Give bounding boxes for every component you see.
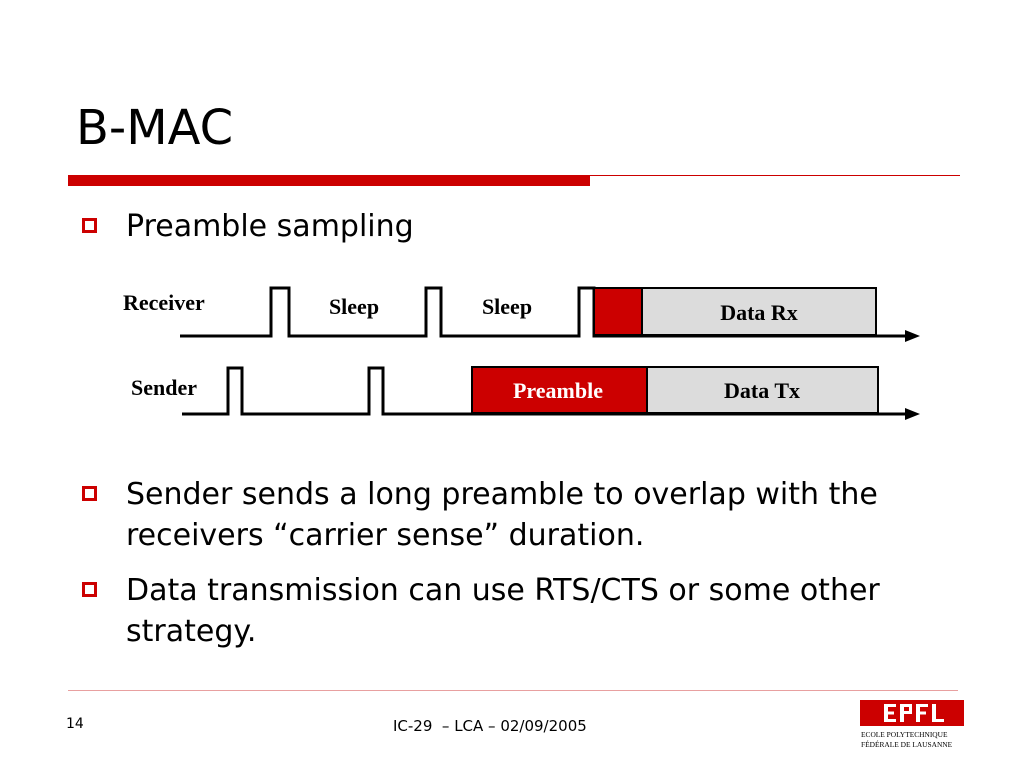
sender-arrow-icon xyxy=(905,408,920,420)
logo-line: ECOLE POLYTECHNIQUE xyxy=(861,730,948,739)
bullet-text: Sender sends a long preamble to overlap … xyxy=(126,477,878,553)
preamble-label: Preamble xyxy=(513,378,603,403)
slide-number: 14 xyxy=(66,716,84,732)
logo-line: FÉDÉRALE DE LAUSANNE xyxy=(861,739,953,749)
data-tx-block xyxy=(646,366,879,414)
receiver-label: Receiver xyxy=(123,290,205,315)
sleep-label: Sleep xyxy=(482,294,532,319)
bullet-square-icon xyxy=(82,582,97,597)
preamble-block xyxy=(471,366,648,414)
title-rule-thin xyxy=(590,175,960,176)
sender-signal-line xyxy=(182,366,905,416)
data-rx-label: Data Rx xyxy=(720,300,798,325)
receiver-preamble-block xyxy=(593,287,643,336)
data-tx-label: Data Tx xyxy=(724,378,800,403)
sender-label: Sender xyxy=(131,375,197,400)
receiver-signal-line xyxy=(180,286,905,338)
slide-title: B-MAC xyxy=(76,100,234,156)
bullet-square-icon xyxy=(82,486,97,501)
title-rule-thick xyxy=(68,175,590,186)
data-rx-block xyxy=(641,287,877,336)
footer-rule xyxy=(68,690,958,691)
footer-text: IC-29 – LCA – 02/09/2005 xyxy=(393,717,587,735)
preamble-sampling-diagram: Receiver Sleep Sleep Data Rx Sender Prea… xyxy=(123,286,920,420)
bullet-square-icon xyxy=(82,218,97,233)
sleep-label: Sleep xyxy=(329,294,379,319)
bullet-text: Preamble sampling xyxy=(126,209,414,244)
epfl-wordmark-icon xyxy=(884,704,944,722)
receiver-arrow-icon xyxy=(905,330,920,342)
epfl-logo: ECOLE POLYTECHNIQUE FÉDÉRALE DE LAUSANNE xyxy=(860,700,964,749)
bullet-text: Data transmission can use RTS/CTS or som… xyxy=(126,573,880,649)
